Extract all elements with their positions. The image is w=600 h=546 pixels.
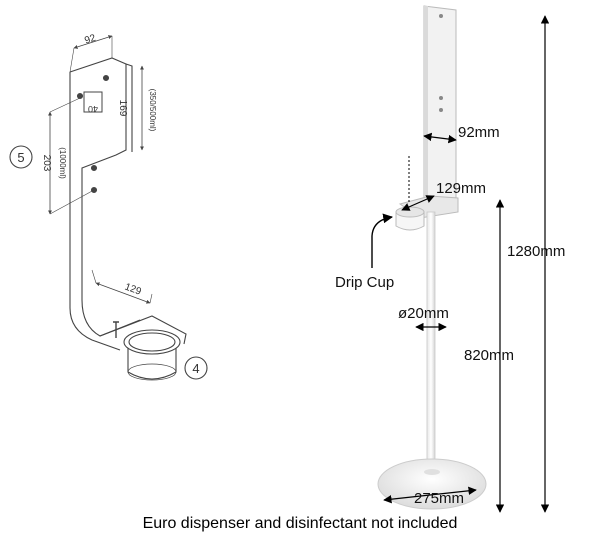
mount-hole (76, 92, 84, 100)
technical-drawing (48, 35, 187, 381)
bracket-plate-front-edge (69, 72, 121, 351)
dim-129-text: 129 (123, 282, 143, 298)
dim-40-text: 40 (88, 104, 98, 114)
dim-275mm-arrow (383, 486, 477, 504)
mount-hole (90, 164, 98, 172)
mount-hole (102, 74, 110, 82)
cup-body (127, 348, 177, 380)
product-stand (377, 5, 487, 510)
dim-92-text: 92 (83, 33, 97, 47)
hole-40-box (83, 91, 103, 113)
dim-169-note: (350/500ml) (148, 89, 157, 132)
drip-cup-pointer (371, 213, 393, 268)
dim-203-note: (1000ml) (58, 147, 67, 179)
stand-back-plate (423, 5, 457, 205)
dim-92mm-label: 92mm (458, 124, 500, 141)
dim-129mm-arrow (401, 195, 435, 211)
callout-5: 5 (9, 145, 33, 169)
bracket-plate-right-edge (125, 63, 133, 152)
dim-169-text: 169 (117, 100, 128, 117)
callout-5-label: 5 (17, 150, 24, 165)
bracket-plate-outline (69, 57, 141, 337)
cup-rim (123, 329, 181, 355)
cup-inner (128, 332, 176, 352)
screw-icon (113, 321, 119, 338)
dim-275mm-label: 275mm (414, 490, 464, 507)
stand-pole (426, 211, 436, 481)
callout-4-label: 4 (192, 361, 199, 376)
drip-cup-label: Drip Cup (335, 274, 394, 291)
caption: Euro dispenser and disinfectant not incl… (142, 515, 458, 532)
dim-203-text: 203 (41, 155, 52, 172)
dim-92mm-arrow (423, 132, 457, 144)
dim-pole-label: ø20mm (398, 305, 449, 322)
callout-4: 4 (184, 356, 208, 380)
dim-1280mm-label: 1280mm (507, 243, 565, 260)
dim-820mm-label: 820mm (464, 347, 514, 364)
bracket-shelf (99, 315, 187, 345)
dim-129mm-label: 129mm (436, 180, 486, 197)
